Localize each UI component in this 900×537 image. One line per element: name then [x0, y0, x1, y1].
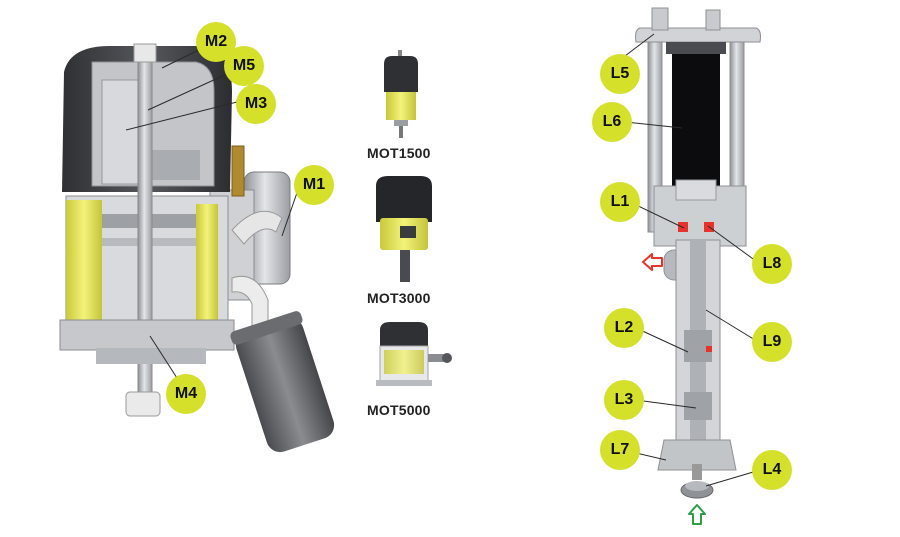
model-label-mot3000: MOT3000	[367, 290, 431, 306]
callout-l7: L7	[600, 430, 640, 470]
callout-m3: M3	[236, 84, 276, 124]
callout-l6: L6	[592, 102, 632, 142]
callout-l9: L9	[752, 322, 792, 362]
callout-l1: L1	[600, 182, 640, 222]
model-label-mot5000: MOT5000	[367, 402, 431, 418]
callout-l2: L2	[604, 308, 644, 348]
callout-l5: L5	[600, 54, 640, 94]
leader-lines	[125, 33, 761, 487]
lower-pump-cutaway	[635, 7, 761, 499]
model-mot1500-image	[384, 50, 418, 138]
arrow-left-icon	[642, 253, 663, 271]
model-mot5000-image	[376, 322, 452, 386]
callout-l8: L8	[752, 244, 792, 284]
callout-l3: L3	[604, 380, 644, 420]
callout-l4: L4	[752, 450, 792, 490]
callout-m5: M5	[224, 46, 264, 86]
air-motor-cutaway	[59, 43, 335, 453]
callout-m1: M1	[294, 165, 334, 205]
model-label-mot1500: MOT1500	[367, 145, 431, 161]
arrow-up-icon	[688, 504, 706, 525]
callout-m4: M4	[166, 374, 206, 414]
model-mot3000-image	[376, 176, 432, 282]
